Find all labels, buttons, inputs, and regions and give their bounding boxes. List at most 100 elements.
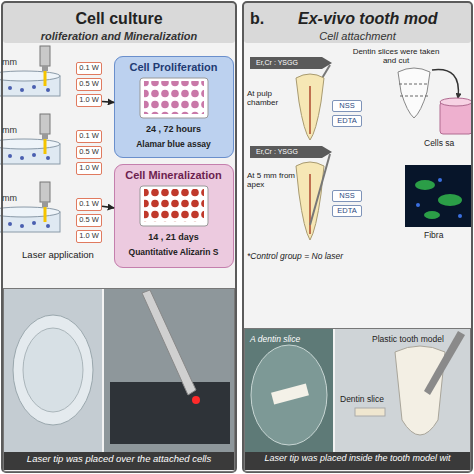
laser-row <box>20 156 24 160</box>
flow-arrow <box>102 206 114 208</box>
photo <box>245 329 333 452</box>
laser-tip <box>310 154 330 225</box>
laser-row <box>20 88 24 92</box>
power-setting-box: 0.1 W <box>76 198 102 211</box>
laser-row <box>44 207 47 222</box>
caption-band <box>4 452 234 470</box>
photo <box>104 289 234 452</box>
laser-row <box>0 207 60 217</box>
laser-row <box>20 224 24 228</box>
laser-handpiece <box>250 146 332 158</box>
node-heading: b. <box>250 10 264 28</box>
step-label: Dentin slices were taken and cut <box>350 48 442 66</box>
node-text: 0.5 W <box>79 148 99 156</box>
photo <box>23 328 83 412</box>
laser-row <box>0 71 60 81</box>
laser-row <box>40 114 50 134</box>
laser-row <box>44 71 47 86</box>
fluorescence-photo <box>458 214 462 218</box>
photo <box>142 290 196 395</box>
well-plate <box>144 189 204 222</box>
culture-dish <box>440 102 472 134</box>
node-text: NSS <box>339 192 354 200</box>
laser-row <box>46 224 50 228</box>
distance-label: mm <box>2 126 17 136</box>
node-text: 0.1 W <box>79 64 99 72</box>
laser-handpiece <box>250 57 332 69</box>
power-setting-box: 0.5 W <box>76 146 102 159</box>
power-setting-box: 1.0 W <box>76 230 102 243</box>
caption-band <box>245 452 470 470</box>
laser-row <box>8 222 12 226</box>
solution-box: NSS <box>332 100 362 112</box>
laser-row <box>0 114 60 164</box>
node-text: 1.0 W <box>79 164 99 172</box>
laser-row <box>40 182 50 202</box>
cut-line <box>400 96 428 97</box>
node-heading: Laser tip was placed over the attached c… <box>4 454 234 464</box>
fluorescence-photo <box>438 178 442 182</box>
photo-label: Dentin slice <box>340 395 384 404</box>
assay-box: Cell Mineralization14 , 21 daysQuantitat… <box>114 164 234 268</box>
site-label: At 5 mm from apex <box>247 172 295 190</box>
culture-dish <box>440 98 472 134</box>
node-heading: Cell Mineralization <box>115 169 232 181</box>
node-text: roliferation and Mineralization <box>3 30 235 42</box>
photo <box>335 329 470 452</box>
assay-box-fill <box>114 56 234 158</box>
laser-row <box>8 154 12 158</box>
laser-row <box>32 221 36 225</box>
node-heading: Cell culture <box>3 10 235 28</box>
laser-row <box>46 88 50 92</box>
photo <box>251 345 327 445</box>
node-text: Cell attachment <box>244 30 471 42</box>
photo-label: Fibra <box>424 231 443 240</box>
photo <box>4 289 102 452</box>
node-text: 1.0 W <box>79 232 99 240</box>
solution-box: NSS <box>332 190 362 202</box>
fluorescence-photo <box>405 165 473 227</box>
power-setting-box: 0.5 W <box>76 78 102 91</box>
node-text: Alamar blue assay <box>115 140 232 149</box>
node-text: 1.0 W <box>79 96 99 104</box>
node-text: Ex-vivo tooth mod <box>298 10 438 28</box>
tooth <box>398 68 430 118</box>
fluorescence-photo <box>438 194 462 206</box>
node-text: NSS <box>339 102 354 110</box>
laser-row <box>42 66 48 71</box>
root-canal <box>309 86 311 134</box>
photo <box>110 382 230 444</box>
photo <box>245 329 333 452</box>
assay-box: Cell Proliferation24 , 72 hoursAlamar bl… <box>114 56 234 158</box>
photo-panel: Laser tip was placed over the attached c… <box>3 288 235 472</box>
distance-label: mm <box>2 194 17 204</box>
power-setting-box: 1.0 W <box>76 162 102 175</box>
fluorescence-photo <box>416 203 420 207</box>
node-text: 0.1 W <box>79 200 99 208</box>
culture-dish <box>440 98 472 106</box>
node-text: 0.5 W <box>79 80 99 88</box>
node-text: EDTA <box>337 207 356 215</box>
cut-line <box>399 84 429 85</box>
fluorescence-photo <box>424 211 440 219</box>
photo <box>104 289 234 452</box>
node-text: 14 , 21 days <box>115 233 232 243</box>
laser-row <box>0 139 60 149</box>
node-heading: Cell Proliferation <box>115 61 232 73</box>
fluorescence-photo <box>415 180 435 190</box>
step-label: Cells sa <box>424 139 454 148</box>
photo <box>271 384 309 405</box>
photo <box>395 346 445 435</box>
laser-row <box>0 46 60 96</box>
distance-label: mm <box>2 58 17 68</box>
solution-box: EDTA <box>332 115 362 127</box>
panel-fill <box>242 1 473 473</box>
photo <box>355 408 385 416</box>
header-band <box>244 3 471 43</box>
laser-row <box>8 86 12 90</box>
site-label: At pulp chamber <box>247 90 295 108</box>
